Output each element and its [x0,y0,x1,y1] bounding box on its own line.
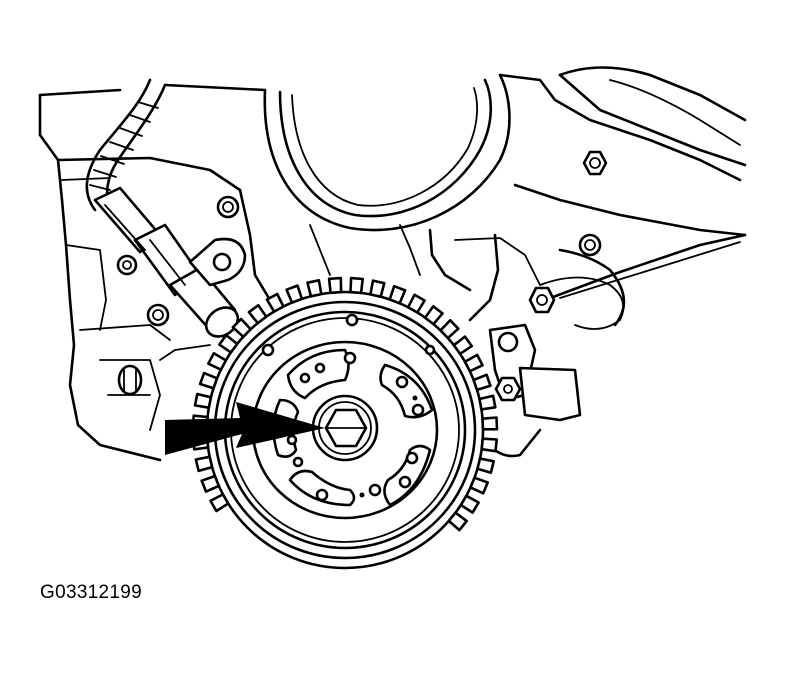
reluctor-tooth [452,335,474,356]
reluctor-tooth [469,476,490,495]
reluctor-tooth [472,373,492,392]
reluctor-tooth [265,292,285,313]
reluctor-tooth [247,303,268,325]
reluctor-tooth [306,278,323,298]
hex-bolt-icon [216,195,240,219]
figure-id-label: G03312199 [40,582,143,603]
solid-arrow-icon [165,402,325,455]
reluctor-tooth [218,333,239,354]
reluctor-tooth [231,317,252,339]
reluctor-tooth [349,276,365,295]
reluctor-tooth [423,304,444,326]
pump-housing [263,73,511,232]
hex-bolt-icon [146,303,170,327]
reluctor-tooth [209,493,230,513]
reluctor-tooth [200,474,221,493]
hex-bolt-icon [116,254,138,276]
hex-bolt-icon [582,150,608,176]
front-cover-outline [38,66,747,462]
reluctor-tooth [193,392,213,410]
reluctor-tooth [388,284,407,305]
reluctor-tooth [476,457,496,475]
reluctor-tooth [480,437,499,453]
hex-bolt-icon [578,233,602,257]
tensioner-bracket [483,323,582,458]
reluctor-tooth [369,279,386,299]
hex-bolt-icon [528,286,556,314]
reluctor-ring [191,276,499,570]
cover-bolts [116,150,608,396]
reluctor-tooth [439,318,460,340]
reluctor-tooth [194,455,214,473]
hex-bolt-icon [117,364,143,396]
reluctor-tooth [447,511,469,532]
reluctor-tooth [285,284,304,304]
reluctor-tooth [207,351,228,372]
hex-bolt-icon [324,408,368,448]
reluctor-tooth [463,353,484,373]
wiring-harness [85,78,167,212]
reluctor-tooth [327,276,343,295]
reluctor-tooth [459,494,480,514]
crankshaft-position-sensor [93,186,247,338]
reluctor-tooth [478,394,497,411]
reluctor-tooth [481,416,499,431]
reluctor-tooth [406,293,426,314]
reluctor-tooth [198,371,219,390]
